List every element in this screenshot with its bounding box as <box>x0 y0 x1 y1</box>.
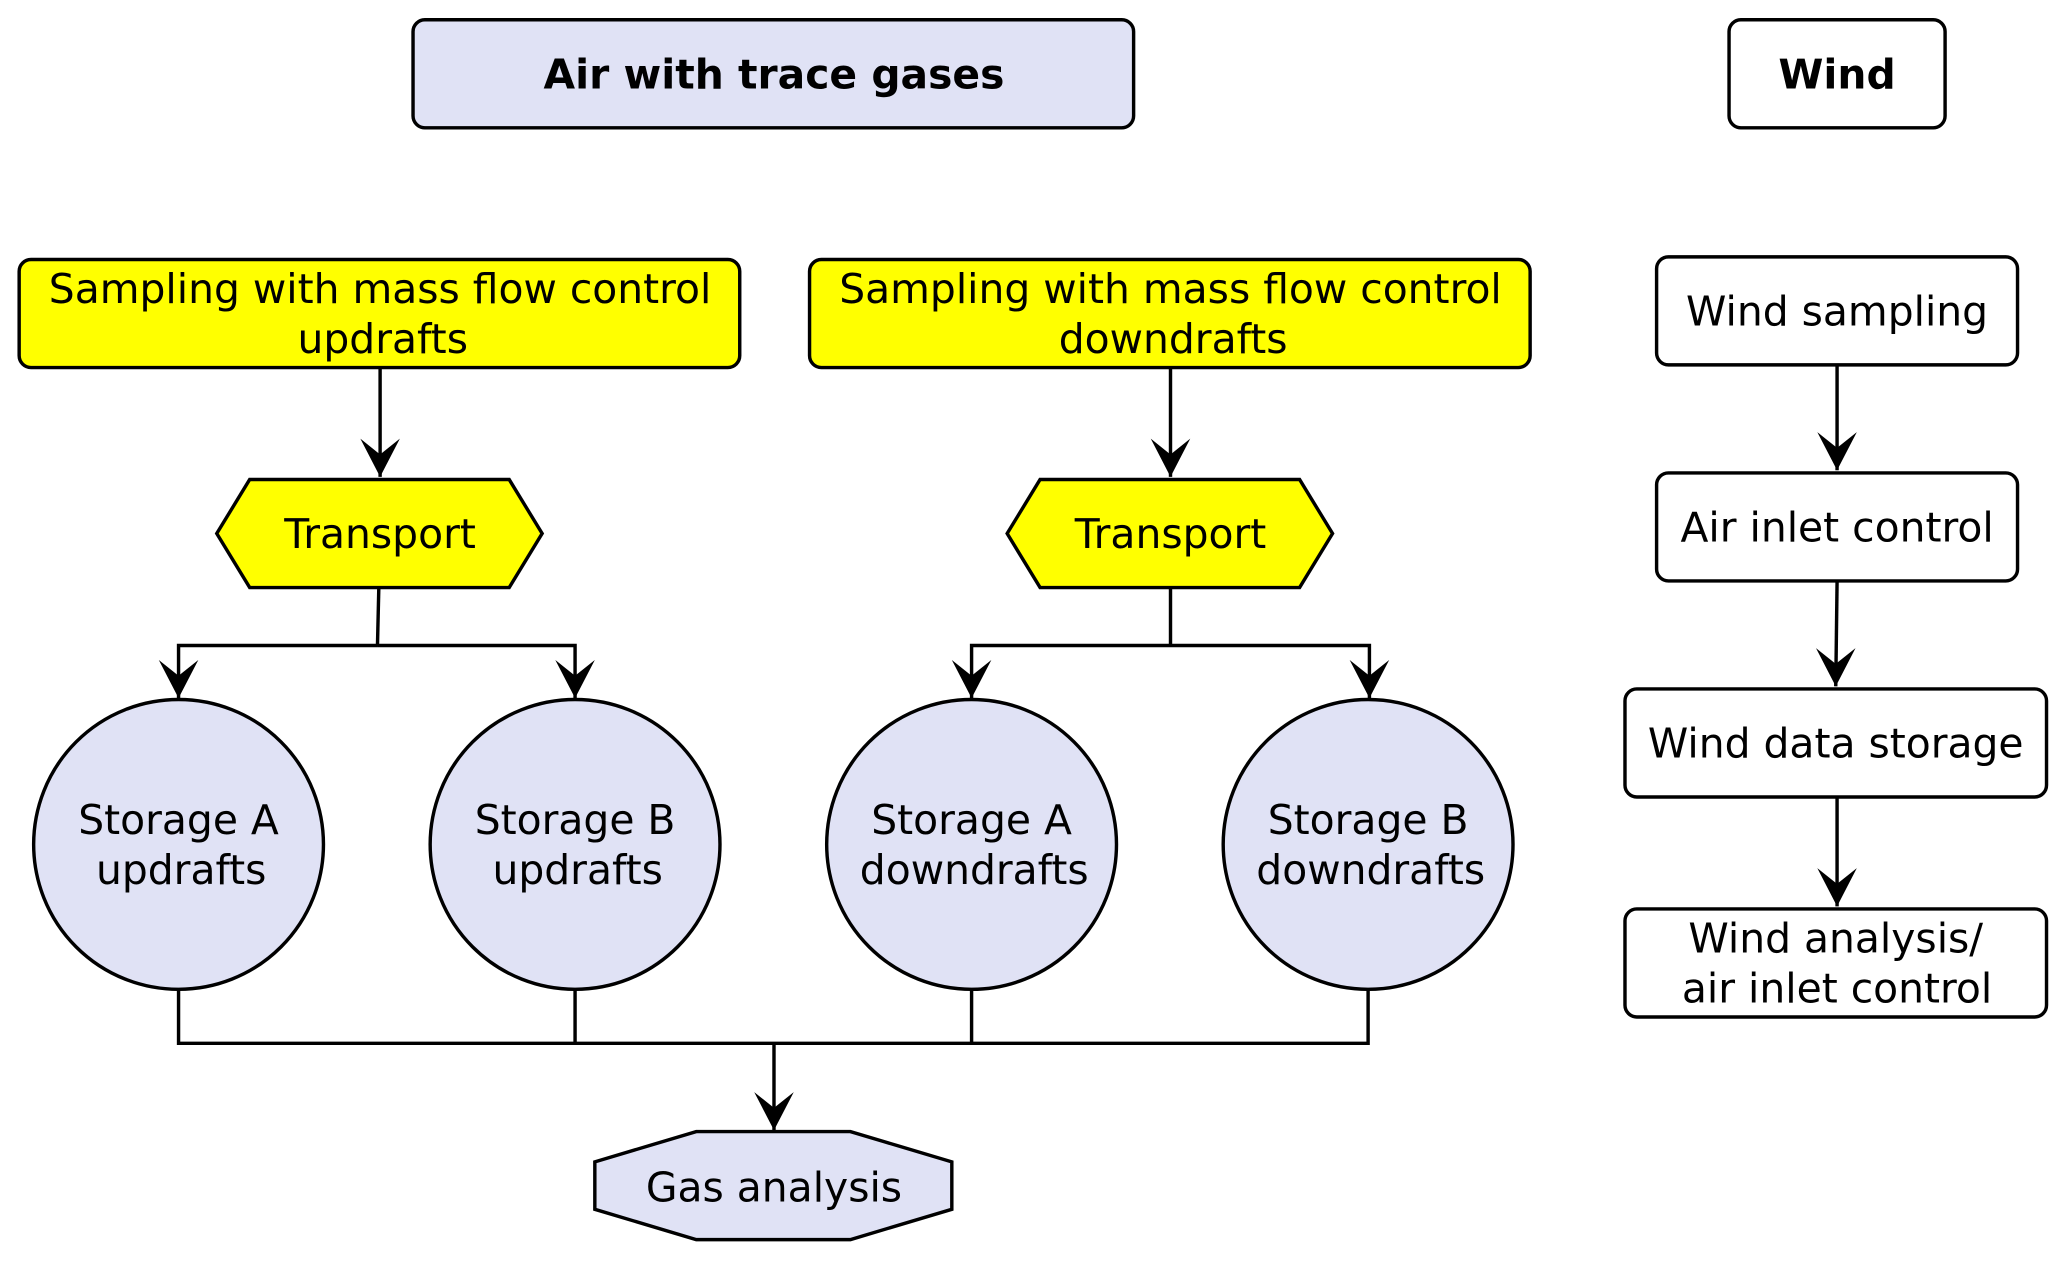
node-label: Storage B <box>475 796 676 844</box>
node-label: Sampling with mass flow control <box>839 265 1502 313</box>
node-label: downdrafts <box>860 846 1089 894</box>
node-sampling-updrafts[interactable]: Sampling with mass flow control updrafts <box>17 257 742 370</box>
edge-transport-down-to-storage-a-down <box>951 643 1171 699</box>
node-label: Wind data storage <box>1648 719 2024 767</box>
node-wind[interactable]: Wind <box>1727 18 1947 130</box>
node-transport-downdrafts[interactable]: Transport <box>1005 477 1335 590</box>
node-label: Air inlet control <box>1680 503 1993 551</box>
node-label: Storage A <box>871 796 1072 844</box>
node-label: Gas analysis <box>646 1163 902 1211</box>
node-label: Storage A <box>78 796 279 844</box>
node-wind-analysis[interactable]: Wind analysis/ air inlet control <box>1623 907 2049 1019</box>
node-transport-updrafts[interactable]: Transport <box>214 477 545 590</box>
node-storage-b-downdrafts[interactable]: Storage B downdrafts <box>1221 697 1515 992</box>
node-label: Transport <box>1074 510 1267 558</box>
node-label: updrafts <box>298 315 468 363</box>
node-label: Storage B <box>1268 796 1469 844</box>
node-label: downdrafts <box>1059 315 1288 363</box>
edge-transport-down-to-storage-b-down <box>1170 643 1390 699</box>
node-label: Wind <box>1778 50 1895 98</box>
node-storage-b-updrafts[interactable]: Storage B updrafts <box>428 697 722 992</box>
node-gas-analysis[interactable]: Gas analysis <box>593 1129 954 1242</box>
node-wind-data-storage[interactable]: Wind data storage <box>1623 687 2049 799</box>
edges <box>158 366 1857 1131</box>
edge-transport-up-to-storage-b-up <box>377 643 595 699</box>
node-label: Air with trace gases <box>544 50 1005 98</box>
node-sampling-downdrafts[interactable]: Sampling with mass flow control downdraf… <box>807 257 1532 370</box>
edge-storages-to-gas-bus <box>176 990 1370 1046</box>
node-label: Wind analysis/ <box>1688 914 1983 962</box>
edge-transport-up-to-storage-a-up <box>158 643 378 699</box>
node-air-inlet-control[interactable]: Air inlet control <box>1654 471 2020 583</box>
edge-air-inlet-to-wind-storage <box>1815 582 1856 687</box>
node-storage-a-downdrafts[interactable]: Storage A downdrafts <box>824 697 1119 992</box>
node-label: updrafts <box>492 846 662 894</box>
node-label: downdrafts <box>1256 846 1485 894</box>
node-air-with-trace-gases[interactable]: Air with trace gases <box>411 18 1136 130</box>
edge-transport-up-split <box>375 588 381 646</box>
node-label: Transport <box>283 510 476 558</box>
node-label: Sampling with mass flow control <box>49 265 712 313</box>
node-label: Wind sampling <box>1686 287 1988 335</box>
node-wind-sampling[interactable]: Wind sampling <box>1654 255 2020 367</box>
node-label: air inlet control <box>1682 964 1992 1012</box>
node-label: updrafts <box>96 846 266 894</box>
node-storage-a-updrafts[interactable]: Storage A updrafts <box>31 697 326 992</box>
